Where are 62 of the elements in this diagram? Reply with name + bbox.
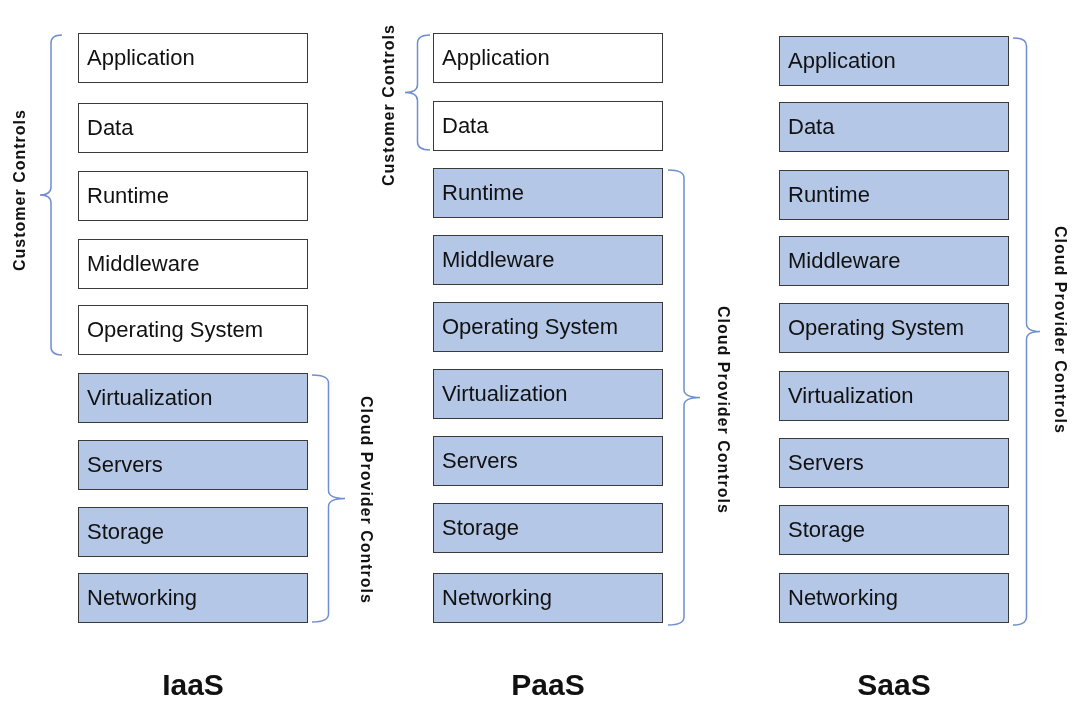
layer-label: Middleware [788, 248, 901, 274]
layer-box [433, 503, 663, 553]
layer-label: Networking [788, 585, 899, 611]
layer-box [78, 103, 308, 153]
layer-label: Virtualization [442, 381, 568, 407]
layer-box [78, 171, 308, 221]
layer-label: Operating System [442, 314, 619, 340]
column-title: PaaS [511, 668, 585, 702]
layer-label: Virtualization [87, 385, 213, 411]
layer-box [779, 102, 1009, 152]
layer-label: Application [87, 45, 195, 71]
layer-box [433, 33, 663, 83]
layer-label: Middleware [87, 251, 200, 277]
layer-box [78, 33, 308, 83]
layer-box [779, 505, 1009, 555]
layer-box [779, 36, 1009, 86]
layer-label: Operating System [87, 317, 264, 343]
layer-box [779, 170, 1009, 220]
layer-label: Application [442, 45, 550, 71]
layer-box [779, 573, 1009, 623]
layer-label: Operating System [788, 315, 965, 341]
layer-label: Networking [87, 585, 198, 611]
control-label: Cloud Provider Controls [714, 306, 732, 514]
layer-box [779, 236, 1009, 286]
control-label: Cloud Provider Controls [1051, 226, 1069, 434]
layer-box [78, 573, 308, 623]
layer-box [433, 436, 663, 486]
layer-box [433, 101, 663, 151]
layer-label: Middleware [442, 247, 555, 273]
layer-label: Servers [87, 452, 163, 478]
layer-label: Data [87, 115, 134, 141]
layer-box [78, 239, 308, 289]
layer-box [78, 507, 308, 557]
layer-box [433, 369, 663, 419]
column-title: SaaS [857, 668, 931, 702]
column-title: IaaS [162, 668, 224, 702]
layer-box [779, 303, 1009, 353]
layer-label: Storage [788, 517, 866, 543]
layer-label: Storage [442, 515, 520, 541]
layer-label: Runtime [788, 182, 870, 208]
layer-box [78, 373, 308, 423]
layer-box [779, 438, 1009, 488]
layer-label: Runtime [442, 180, 524, 206]
layer-box [78, 305, 308, 355]
layer-box [433, 235, 663, 285]
layer-box [78, 440, 308, 490]
layer-label: Networking [442, 585, 553, 611]
layer-box [433, 302, 663, 352]
control-label: Customer Controls [11, 109, 29, 271]
layer-label: Storage [87, 519, 165, 545]
layer-label: Runtime [87, 183, 169, 209]
layer-box [433, 168, 663, 218]
layer-label: Data [788, 114, 835, 140]
layer-label: Servers [788, 450, 864, 476]
layer-label: Virtualization [788, 383, 914, 409]
control-label: Customer Controls [380, 24, 398, 186]
layer-box [779, 371, 1009, 421]
layer-label: Data [442, 113, 489, 139]
layer-label: Application [788, 48, 896, 74]
control-label: Cloud Provider Controls [357, 396, 375, 604]
layer-label: Servers [442, 448, 518, 474]
layer-box [433, 573, 663, 623]
